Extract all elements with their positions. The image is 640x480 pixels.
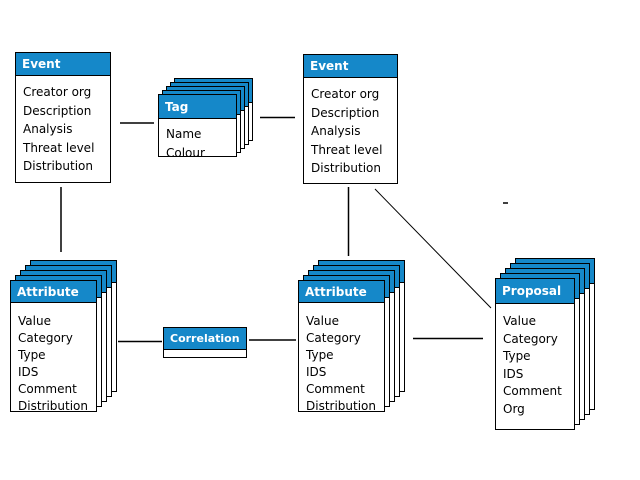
entity-box: Proposal Value Category Type IDS Comment… (495, 278, 575, 430)
entity-field: Category (306, 331, 361, 345)
entity-field: Comment (306, 382, 365, 396)
entity-field: Distribution (18, 399, 89, 413)
entity-box: Event Creator org Description Analysis T… (15, 52, 111, 183)
entity-title: Tag (159, 95, 236, 119)
entity-field: Distribution (311, 161, 382, 175)
entity-field: Comment (18, 382, 77, 396)
entity-proposal: Proposal Value Category Type IDS Comment… (495, 258, 595, 430)
entity-box: Tag Name Colour (158, 94, 237, 160)
entity-box: Event Creator org Description Analysis T… (303, 54, 398, 184)
entity-field: IDS (306, 365, 327, 379)
entity-field: Creator org (311, 87, 380, 101)
entity-field: Comment (503, 384, 562, 398)
entity-field: Creator org (23, 85, 92, 99)
entity-attribute-left: Attribute Value Category Type IDS Commen… (10, 260, 117, 413)
entity-field: Type (18, 348, 46, 362)
entity-field: Threat level (311, 142, 383, 157)
entity-field: Value (503, 314, 536, 328)
entity-tag: Tag Name Colour (158, 78, 253, 160)
entity-field: Distribution (306, 399, 377, 413)
entity-field: Type (503, 349, 531, 363)
entity-event-right: Event Creator org Description Analysis T… (303, 54, 398, 184)
entity-correlation: Correlation (163, 327, 247, 358)
entity-fields: Value Category Type IDS Comment Distribu… (11, 303, 96, 416)
entity-field: Description (23, 103, 92, 118)
entity-fields: Name Colour (159, 119, 236, 164)
entity-title: Attribute (11, 281, 96, 303)
entity-field: IDS (503, 366, 524, 381)
entity-field: Value (306, 314, 339, 328)
entity-title: Event (304, 55, 397, 78)
entity-field: Org (503, 401, 525, 416)
entity-fields: Creator org Description Analysis Threat … (304, 78, 397, 180)
entity-field: Distribution (23, 159, 94, 173)
entity-box: Attribute Value Category Type IDS Commen… (298, 280, 385, 413)
entity-field: Threat level (23, 140, 95, 155)
entity-field: Name (166, 127, 202, 141)
entity-fields: Value Category Type IDS Comment Org (496, 304, 574, 419)
entity-field: IDS (18, 365, 39, 379)
entity-box: Correlation (163, 327, 247, 358)
entity-title: Proposal (496, 279, 574, 304)
entity-title: Correlation (164, 328, 246, 350)
entity-field: Analysis (23, 122, 73, 136)
entity-fields: Creator org Description Analysis Threat … (16, 76, 110, 178)
entity-title: Attribute (299, 281, 384, 303)
entity-fields: Value Category Type IDS Comment Distribu… (299, 303, 384, 416)
entity-field: Category (503, 331, 558, 346)
entity-event-left: Event Creator org Description Analysis T… (15, 52, 111, 183)
entity-attribute-middle: Attribute Value Category Type IDS Commen… (298, 260, 405, 413)
entity-box: Attribute Value Category Type IDS Commen… (10, 280, 97, 413)
entity-field: Analysis (311, 124, 361, 138)
entity-field: Type (306, 348, 334, 362)
entity-field: Colour (166, 145, 205, 160)
entity-title: Event (16, 53, 110, 76)
entity-field: Value (18, 314, 51, 328)
entity-field: Category (18, 331, 73, 345)
entity-field: Description (311, 105, 380, 120)
